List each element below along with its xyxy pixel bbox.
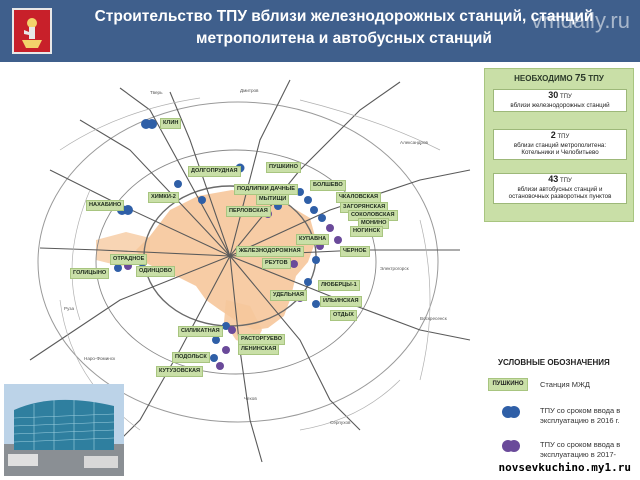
station-label-dolgoprudnaya: ДОЛГОПРУДНАЯ <box>188 166 241 177</box>
station-label-golitsyno: ГОЛИЦЫНО <box>70 268 110 279</box>
summary-item-metro: 2 ТПУ вблизи станций метрополитена: Коте… <box>493 129 627 160</box>
summary-item-unit: ТПУ <box>559 178 572 184</box>
station-label-reutov: РЕУТОВ <box>262 258 291 269</box>
town-label: Наро-Фоминск <box>84 356 116 361</box>
town-label: Воскресенск <box>420 316 447 321</box>
station-label-otdykh: ОТДЫХ <box>330 310 357 321</box>
station-label-otradnoe: ОТРАДНОЕ <box>110 254 148 265</box>
station-label-kupavna: КУПАВНА <box>296 234 330 245</box>
station-label-chernoe: ЧЕРНОЕ <box>340 246 370 257</box>
station-label-kutuzovskaya: КУТУЗОВСКАЯ <box>156 366 204 377</box>
coat-of-arms-icon <box>12 8 52 54</box>
summary-item-number: 30 <box>548 90 559 100</box>
summary-item-unit: ТПУ <box>557 134 570 140</box>
station-label-khimki: ХИМКИ-2 <box>148 192 179 203</box>
summary-item-number: 2 <box>550 130 556 140</box>
station-label-perlovskaya: ПЕРЛОВСКАЯ <box>226 206 271 217</box>
town-label: Серпухов <box>330 420 351 425</box>
legend-2016-text: ТПУ со сроком ввода в эксплуатацию в 201… <box>540 406 621 425</box>
town-label: Дмитров <box>240 88 259 93</box>
summary-item-unit: ТПУ <box>559 94 572 100</box>
town-label: Александров <box>400 140 428 145</box>
station-label-silikatnaya: СИЛИКАТНАЯ <box>178 326 223 337</box>
title-line-1: Строительство ТПУ вблизи железнодорожных… <box>94 8 594 25</box>
summary-heading: НЕОБХОДИМО 75 ТПУ <box>485 73 633 84</box>
title-line-2: метрополитена и автобусных станций <box>196 30 492 47</box>
summary-item-rail: 30 ТПУ вблизи железнодорожных станций <box>493 89 627 112</box>
summary-item-text: вблизи автобусных станций и остановочных… <box>508 185 612 201</box>
station-label-podolsk: ПОДОЛЬСК <box>172 352 210 363</box>
summary-item-number: 43 <box>548 174 559 184</box>
station-label-ilinskaya: ИЛЬИНСКАЯ <box>320 296 362 307</box>
station-label-bolshevo: БОЛШЕВО <box>310 180 346 191</box>
station-label-klin: КЛИН <box>160 118 182 129</box>
town-label: Электрогорск <box>380 266 409 271</box>
legend-title: УСЛОВНЫЕ ОБОЗНАЧЕНИЯ <box>498 358 610 367</box>
legend-station-swatch: ПУШКИНО <box>488 378 528 391</box>
station-label-lyubertsy: ЛЮБЕРЦЫ-1 <box>318 280 360 291</box>
station-label-leninskaya: ЛЕНИНСКАЯ <box>238 344 280 355</box>
tpu-summary-panel: НЕОБХОДИМО 75 ТПУ 30 ТПУ вблизи железнод… <box>484 68 634 222</box>
town-label: Тверь <box>150 90 163 95</box>
station-label-pushkino: ПУШКИНО <box>266 162 301 173</box>
footer-watermark: novsevkuchino.my1.ru <box>495 461 634 474</box>
summary-heading-number: 75 <box>574 73 586 84</box>
summary-heading-unit: ТПУ <box>588 74 604 83</box>
station-label-nakhabino: НАХАБИНО <box>86 200 125 211</box>
legend-station-text: Станция МЖД <box>540 380 590 389</box>
watermark-text: vmdaily.ru <box>531 8 630 33</box>
summary-item-text: вблизи станций метрополитена: Котельники… <box>513 141 607 157</box>
ring-road-outer <box>37 101 439 423</box>
station-label-noginsk: НОГИНСК <box>350 226 384 237</box>
legend-icons <box>502 406 520 452</box>
summary-item-text: вблизи железнодорожных станций <box>510 101 610 109</box>
secondary-roads <box>59 97 441 431</box>
tpu-building-photo <box>4 384 124 476</box>
station-label-odintsovo: ОДИНЦОВО <box>136 266 176 277</box>
town-label: Чехов <box>244 396 257 401</box>
legend-2017-text: ТПУ со сроком ввода в эксплуатацию в 201… <box>540 440 621 459</box>
summary-heading-prefix: НЕОБХОДИМО <box>514 74 573 83</box>
station-label-mytishchi: МЫТИЩИ <box>256 194 290 205</box>
page-title: Строительство ТПУ вблизи железнодорожных… <box>64 6 624 50</box>
header-bar: Строительство ТПУ вблизи железнодорожных… <box>0 0 640 62</box>
ring-road-middle <box>95 149 377 375</box>
station-label-udelnaya: УДЕЛЬНАЯ <box>270 290 307 301</box>
summary-item-bus: 43 ТПУ вблизи автобусных станций и остан… <box>493 173 627 204</box>
station-label-zheleznodorozhnaya: ЖЕЛЕЗНОДОРОЖНАЯ <box>236 246 304 257</box>
town-label: Руза <box>64 306 75 311</box>
